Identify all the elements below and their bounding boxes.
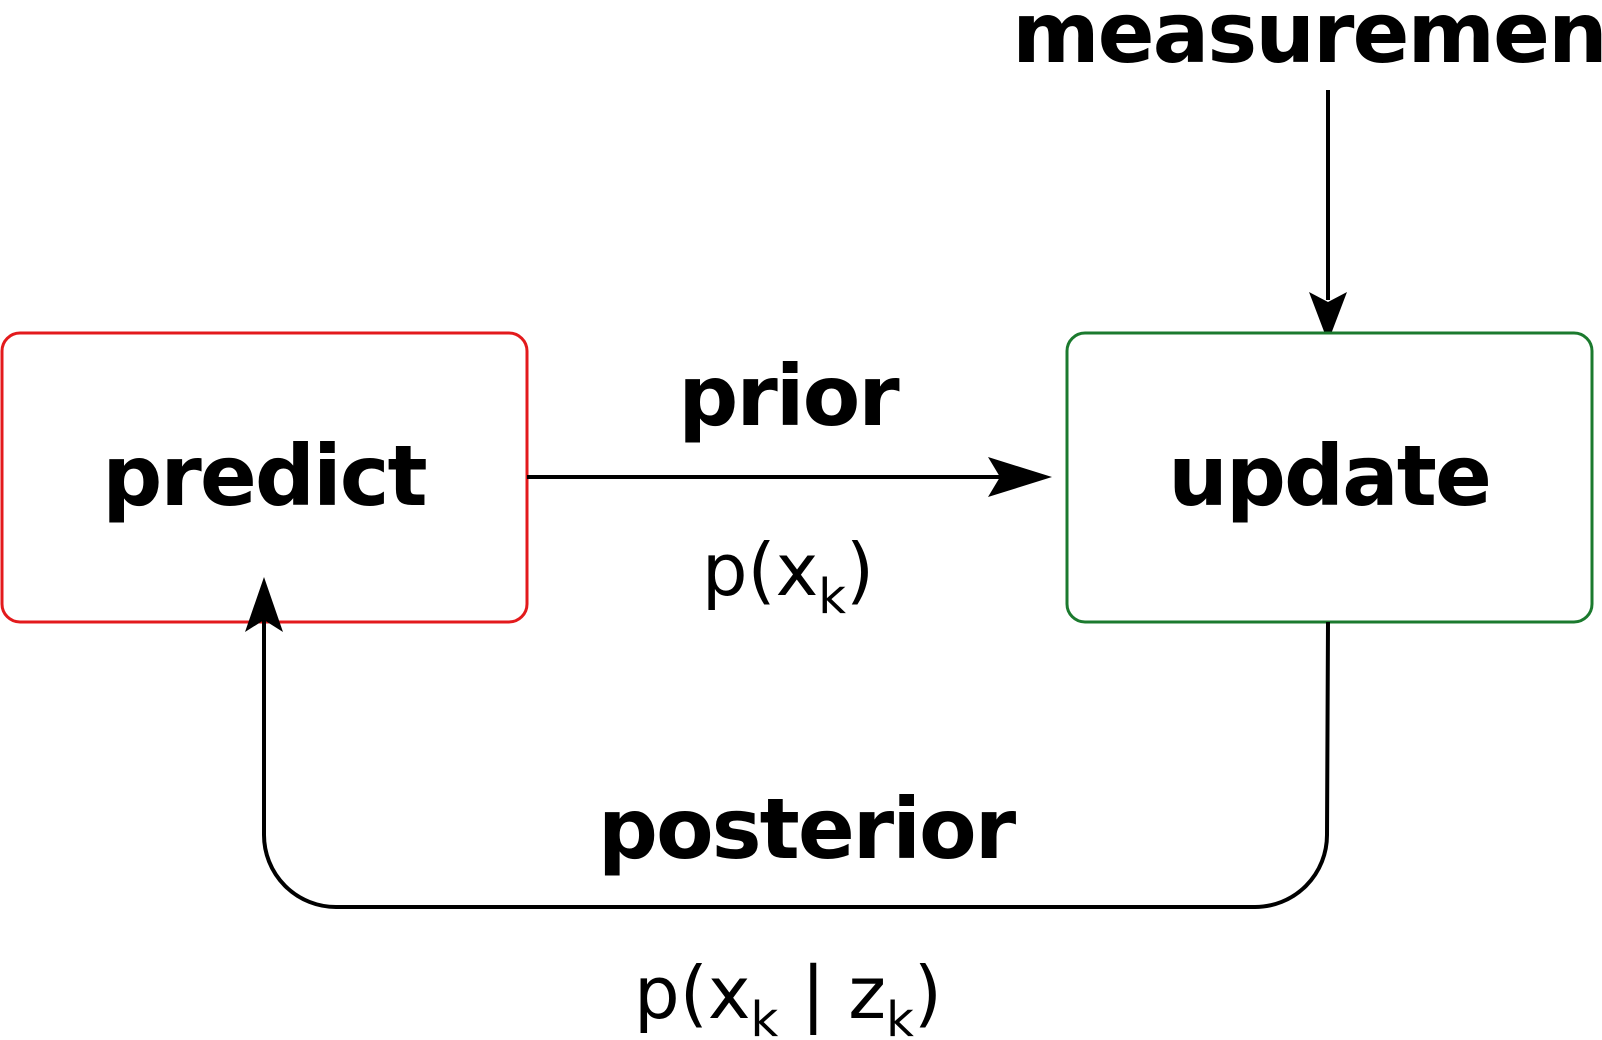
posterior-label: posterior [598,780,1017,878]
predict-label: predict [102,427,426,525]
prior-expression: p(xk) [702,528,874,625]
prior-arrowhead [988,457,1052,497]
posterior-arrow [245,577,1330,909]
measurement-arrow [1309,90,1347,342]
update-node: update [1065,331,1594,624]
update-box [1065,331,1594,624]
posterior-arrowhead [245,577,283,632]
prior-label: prior [678,347,900,445]
measurement-label: measurement [1012,0,1602,82]
posterior-expression: p(xk | zk) [634,951,942,1040]
measurement-arrowhead [1309,292,1347,342]
update-label: update [1168,427,1490,525]
prior-arrow [527,457,1052,497]
predict-node: predict [0,331,529,624]
